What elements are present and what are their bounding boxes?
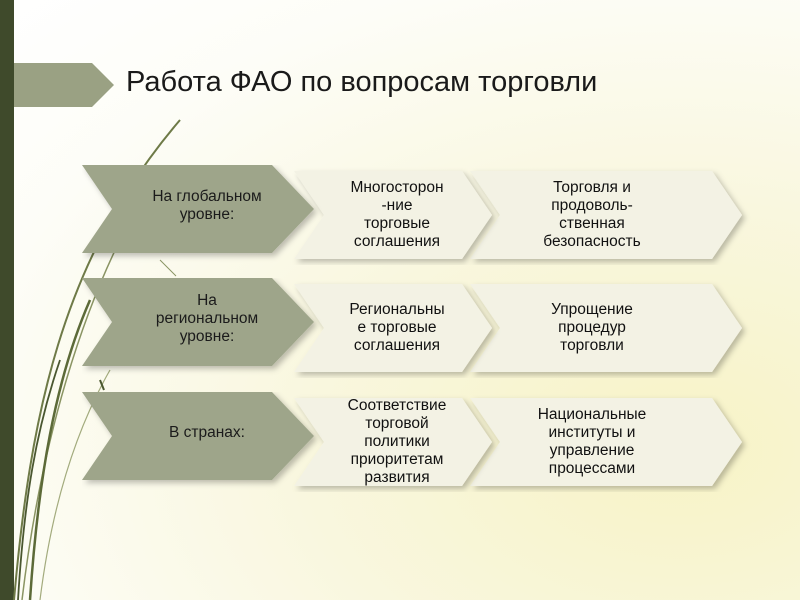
middle-chevron — [294, 398, 492, 486]
row-chevrons — [82, 165, 742, 259]
title-arrow-icon — [14, 63, 114, 107]
row-level-label: В странах: — [169, 424, 245, 441]
row-chevrons — [82, 278, 742, 372]
head-chevron — [82, 392, 314, 480]
head-chevron — [82, 278, 314, 366]
page-title: Работа ФАО по вопросам торговли — [126, 66, 598, 98]
end-chevron — [470, 171, 742, 259]
row-chevrons — [82, 392, 742, 486]
middle-chevron — [294, 171, 492, 259]
left-accent-bar — [0, 0, 14, 600]
middle-chevron — [294, 284, 492, 372]
end-chevron — [470, 284, 742, 372]
head-chevron — [82, 165, 314, 253]
end-chevron — [470, 398, 742, 486]
